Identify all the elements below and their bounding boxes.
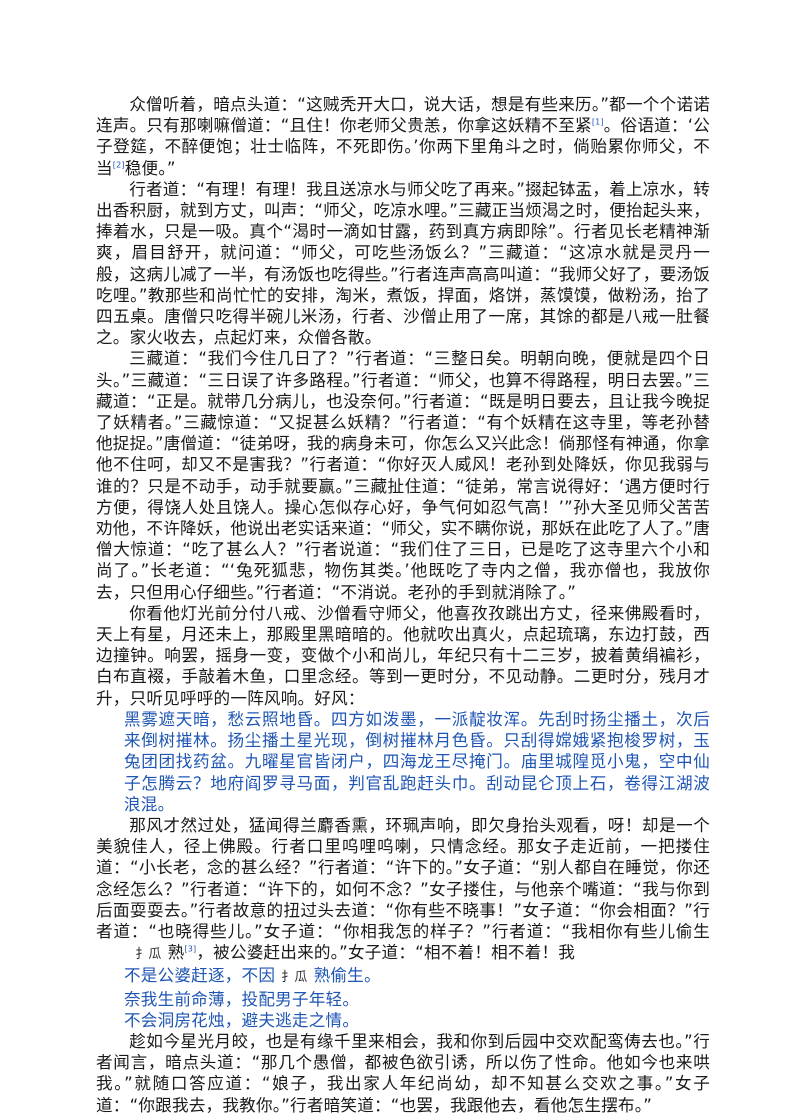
paragraph-5: 那风才然过处，猛闻得兰麝香熏，环珮声响，即欠身抬头观看，呀！却是一个美貌佳人，径… (96, 815, 710, 965)
footnote-link-3[interactable]: [3] (184, 944, 197, 954)
paragraph-5-text-b: 熟 (167, 943, 185, 963)
paragraph-5-text-a: 那风才然过处，猛闻得兰麝香熏，环珮声响，即欠身抬头观看，呀！却是一个美貌佳人，径… (96, 815, 710, 941)
paragraph-1-text-c: 稳便。” (124, 158, 176, 178)
paragraph-5-text-c: ，被公婆赶出来的。”女子道：“相不着！相不着！我 (196, 943, 576, 963)
paragraph-1: 众僧听着，暗点头道：“这贼秃开大口，说大话，想是有些来历。”都一个个诺诺连声。只… (96, 94, 710, 179)
rare-character-glyph: 扌瓜 (135, 947, 162, 963)
verse-line-3: 不会洞房花烛，避夫逃走之情。 (124, 1010, 360, 1030)
paragraph-1-text-b: 。俗语道：‘公子登筵，不醉便饱；壮士临阵，不死即伤。’你两下里角斗之时，倘贻累你… (96, 116, 711, 178)
page-body: 众僧听着，暗点头道：“这贼秃开大口，说大话，想是有些来历。”都一个个诺诺连声。只… (96, 94, 710, 1116)
verse-line-1-text-a: 不是公婆赶逐，不因 (124, 966, 276, 986)
paragraph-6: 趁如今星光月皎，也是有缘千里来相会，我和你到后园中交欢配鸾俦去也。”行者闻言，暗… (96, 1031, 710, 1115)
verse-woman: 不是公婆赶逐，不因扌瓜熟偷生。 奈我生前命薄，投配男子年轻。 不会洞房花烛，避夫… (96, 965, 710, 1031)
verse-line-1: 不是公婆赶逐，不因扌瓜熟偷生。 (124, 965, 710, 988)
rare-character-glyph-verse: 扌瓜 (281, 970, 308, 986)
paragraph-4: 你看他灯光前分付八戒、沙僧看守师父，他喜孜孜跳出方丈，径来佛殿看时，天上有星，月… (96, 603, 710, 708)
verse-line-1-text-b: 熟偷生。 (313, 966, 381, 986)
footnote-link-1[interactable]: [1] (591, 117, 604, 127)
paragraph-3: 三藏道：“我们今住几日了？”行者道：“三整日矣。明朝向晚，便就是四个日头。”三藏… (96, 349, 710, 602)
footnote-link-2[interactable]: [2] (112, 160, 125, 170)
verse-line-2: 奈我生前命薄，投配男子年轻。 (124, 989, 360, 1009)
verse-wind: 黑雾遮天暗，愁云照地昏。四方如泼墨，一派靛妆浑。先刮时扬尘播土，次后来倒树摧林。… (124, 709, 710, 814)
paragraph-2: 行者道：“有理！有理！我且送凉水与师父吃了再来。”掇起钵盂，着上凉水，转出香积厨… (96, 179, 710, 348)
paragraph-1-text-a: 众僧听着，暗点头道：“这贼秃开大口，说大话，想是有些来历。”都一个个诺诺连声。只… (96, 95, 710, 136)
